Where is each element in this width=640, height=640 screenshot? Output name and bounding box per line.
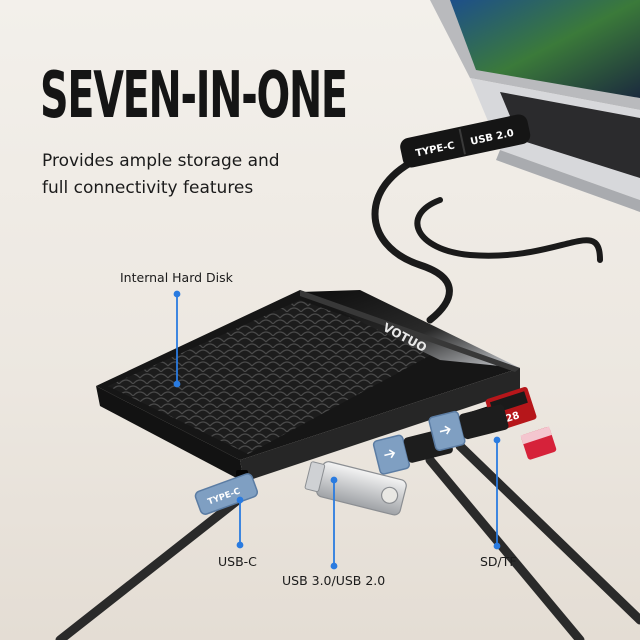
headline: SEVEN-IN-ONE: [40, 59, 348, 133]
usb-a-connector-2: [428, 404, 509, 451]
internal-hard-disk-label: Internal Hard Disk: [120, 270, 233, 285]
usb3-usb2-label: USB 3.0/USB 2.0: [282, 573, 386, 588]
subheadline-line-1: Provides ample storage and: [42, 151, 280, 171]
laptop: [430, 0, 640, 212]
subheadline-line-2: full connectivity features: [42, 178, 254, 198]
usb-a-ports: [372, 404, 509, 475]
usb-flash-drive: [304, 461, 407, 516]
tf-card-icon: [520, 426, 557, 460]
hub-device: VOTUO: [96, 290, 520, 482]
callout-lines: [173, 290, 501, 570]
dual-cable-head: TYPE-C USB 2.0: [400, 114, 531, 168]
cables: [55, 154, 640, 640]
sd-tf-label: SD/TF: [480, 554, 517, 569]
usb-c-label: USB-C: [218, 554, 257, 569]
usb-c-plug: TYPE-C: [194, 473, 258, 515]
